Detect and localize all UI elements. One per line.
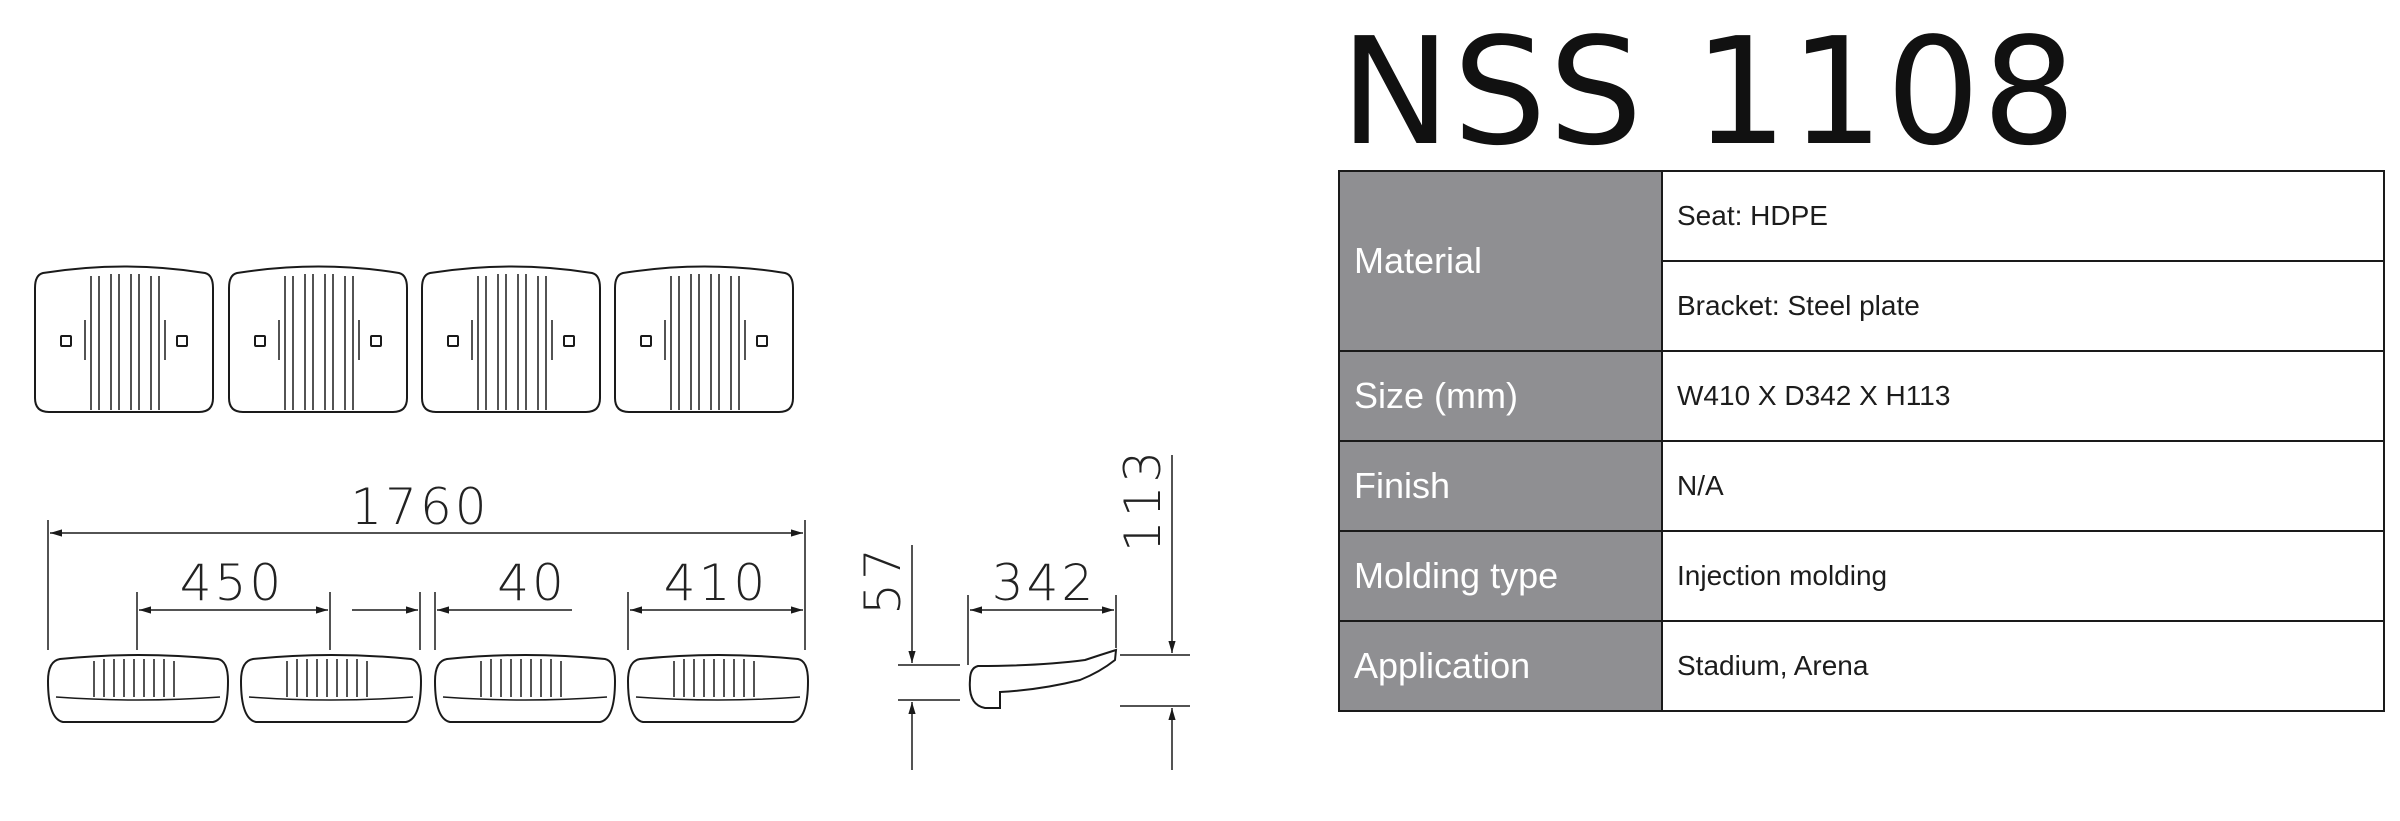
size-label: Size (mm) [1338,350,1663,442]
spec-row-size: Size (mm) W410 X D342 X H113 [1338,350,2385,442]
molding-label: Molding type [1338,530,1663,622]
seat-width-label: 410 [664,554,768,612]
technical-drawing: 1760 450 40 410 342 57 113 [34,265,1190,770]
finish-value: N/A [1661,440,2385,532]
material-label: Material [1338,170,1663,352]
gap-label: 40 [497,554,567,612]
finish-label: Finish [1338,440,1663,532]
side-view [968,648,1118,709]
spec-table: Material Seat: HDPE Bracket: Steel plate… [1338,170,2385,712]
seat-top-4 [614,265,794,413]
application-label: Application [1338,620,1663,712]
total-width-label: 1760 [350,478,489,536]
size-value: W410 X D342 X H113 [1661,350,2385,442]
top-view [34,265,794,413]
spec-row-finish: Finish N/A [1338,440,2385,532]
seat-top-2 [228,265,408,413]
seat-top-1 [34,265,214,413]
seat-front-1 [46,654,230,723]
spec-row-application: Application Stadium, Arena [1338,620,2385,712]
seat-top-3 [421,265,601,413]
product-title: NSS 1108 [1340,6,2079,178]
spec-row-material-seat: Material Seat: HDPE [1338,170,2385,352]
application-value: Stadium, Arena [1661,620,2385,712]
side-height-label: 113 [1114,448,1172,552]
spec-row-material-bracket: Bracket: Steel plate [1339,260,2385,352]
side-offset-label: 57 [854,545,912,615]
seat-front-2 [239,654,423,723]
molding-value: Injection molding [1661,530,2385,622]
side-depth-label: 342 [992,554,1096,612]
material-bracket-value: Bracket: Steel plate [1661,260,2385,352]
pitch-label: 450 [180,554,284,612]
spec-row-molding: Molding type Injection molding [1338,530,2385,622]
seat-front-3 [433,654,617,723]
side-dimensions [898,455,1190,770]
material-seat-value: Seat: HDPE [1661,170,2385,262]
front-dimensions [47,520,806,650]
seat-front-4 [626,654,810,723]
front-view [46,654,810,723]
